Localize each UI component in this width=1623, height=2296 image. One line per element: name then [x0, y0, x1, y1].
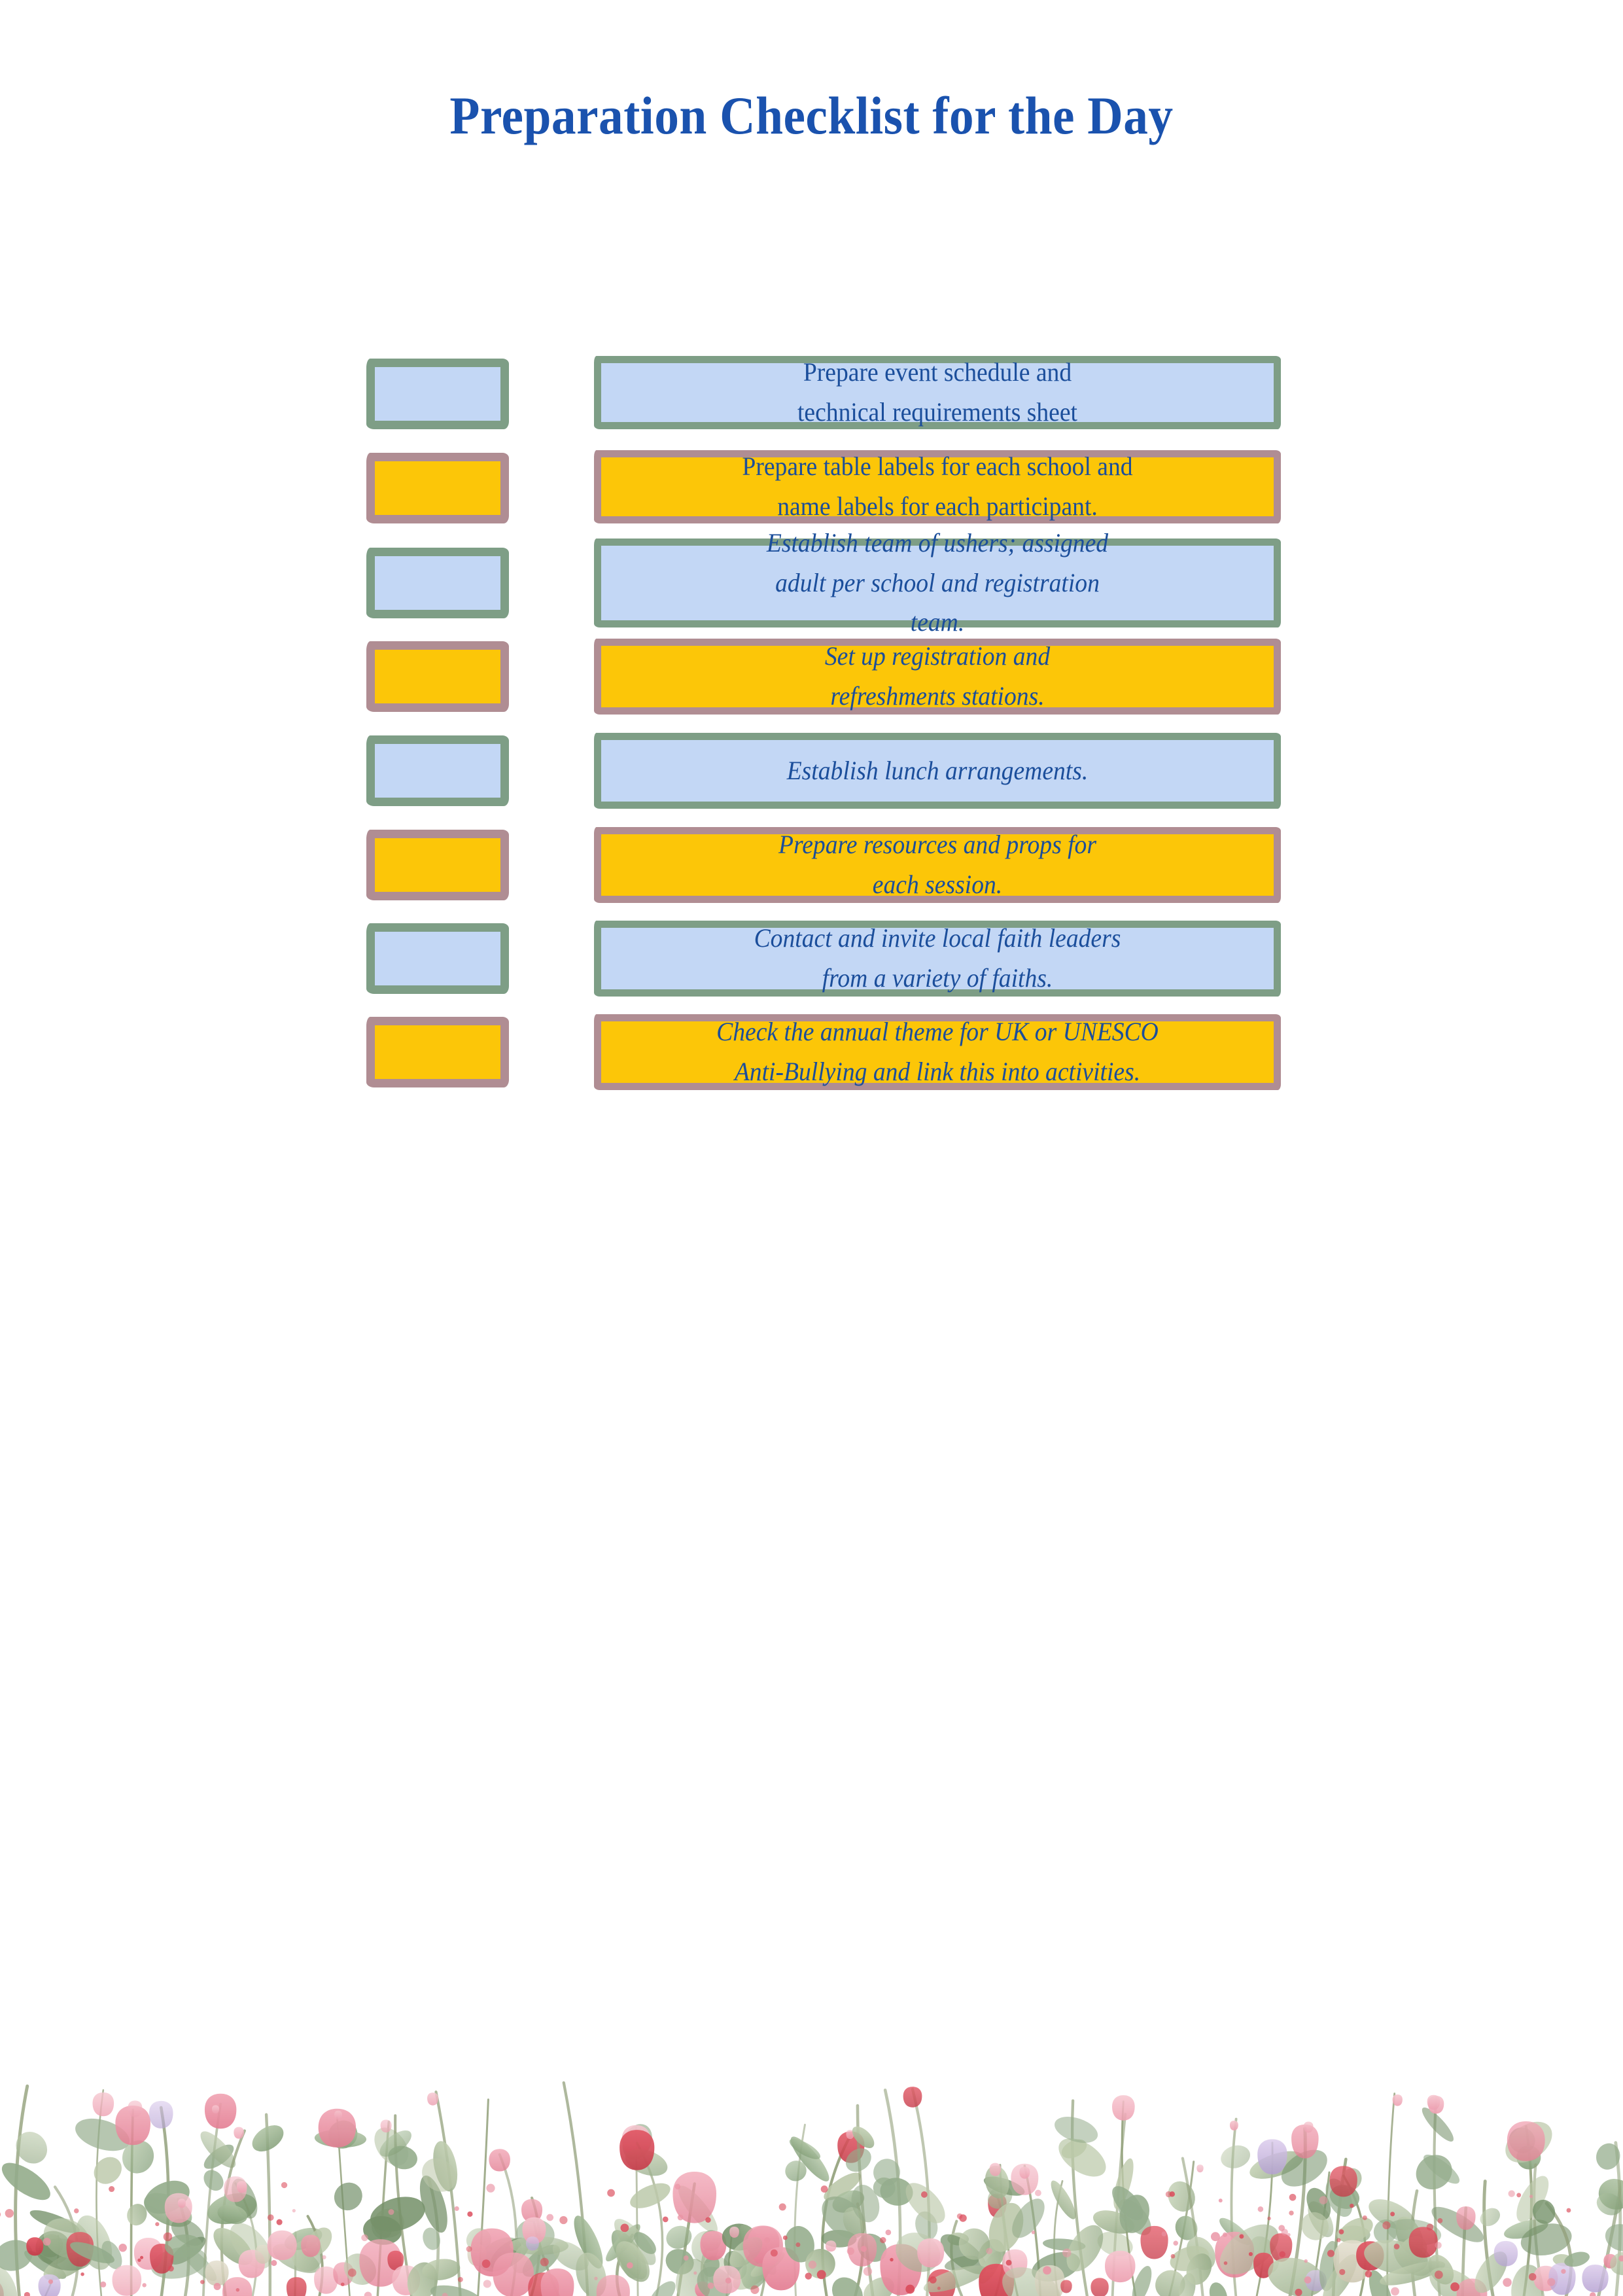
checklist-row: Set up registration and refreshments sta… [0, 359, 1623, 715]
checklist-row: Prepare table labels for each school and… [0, 359, 1623, 523]
checkbox-4[interactable] [366, 641, 509, 712]
floral-border-svg [0, 2081, 1623, 2296]
checklist-row: Prepare resources and props for each ses… [0, 359, 1623, 903]
checkbox-8[interactable] [366, 1017, 509, 1087]
checklist-item-label: Establish team of ushers; assigned adult… [766, 527, 1109, 637]
checklist-item-label: Check the annual theme for UK or UNESCO … [716, 1017, 1159, 1086]
checklist-item-label: Establish lunch arrangements. [786, 755, 1089, 785]
checklist-row: Check the annual theme for UK or UNESCO … [0, 359, 1623, 1090]
checklist-row: Prepare event schedule and technical req… [0, 356, 1623, 453]
checklist-item-label: Prepare event schedule and technical req… [797, 357, 1078, 427]
checkbox-1[interactable] [366, 359, 509, 429]
checklist-item-card[interactable]: Prepare table labels for each school and… [594, 450, 1281, 523]
checklist-item-card[interactable]: Contact and invite local faith leaders f… [594, 921, 1281, 997]
checklist-row: Contact and invite local faith leaders f… [0, 359, 1623, 997]
checklist-item-label: Contact and invite local faith leaders f… [754, 923, 1121, 993]
checklist-item-card[interactable]: Check the annual theme for UK or UNESCO … [594, 1014, 1281, 1090]
checklist-item-label: Prepare resources and props for each ses… [778, 830, 1096, 899]
checklist-item-card[interactable]: Prepare resources and props for each ses… [594, 827, 1281, 903]
checklist-item-card[interactable]: Establish lunch arrangements. [594, 733, 1281, 809]
floral-border-decoration [0, 1995, 1623, 2296]
checkbox-5[interactable] [366, 735, 509, 806]
checklist-row: Establish team of ushers; assigned adult… [0, 359, 1623, 637]
checklist-row: Establish lunch arrangements. [0, 359, 1623, 809]
checklist-item-card[interactable]: Prepare event schedule and technical req… [594, 356, 1281, 429]
checklist-item-card[interactable]: Set up registration and refreshments sta… [594, 639, 1281, 715]
checklist-item-card[interactable]: Establish team of ushers; assigned adult… [594, 528, 1281, 637]
checklist-item-label: Prepare table labels for each school and… [742, 451, 1133, 521]
checkbox-6[interactable] [366, 830, 509, 900]
checklist-item-label: Set up registration and refreshments sta… [824, 641, 1051, 711]
checkbox-2[interactable] [366, 453, 509, 523]
checkbox-7[interactable] [366, 923, 509, 994]
checkbox-3[interactable] [366, 548, 509, 618]
page-title: Preparation Checklist for the Day [449, 86, 1174, 145]
